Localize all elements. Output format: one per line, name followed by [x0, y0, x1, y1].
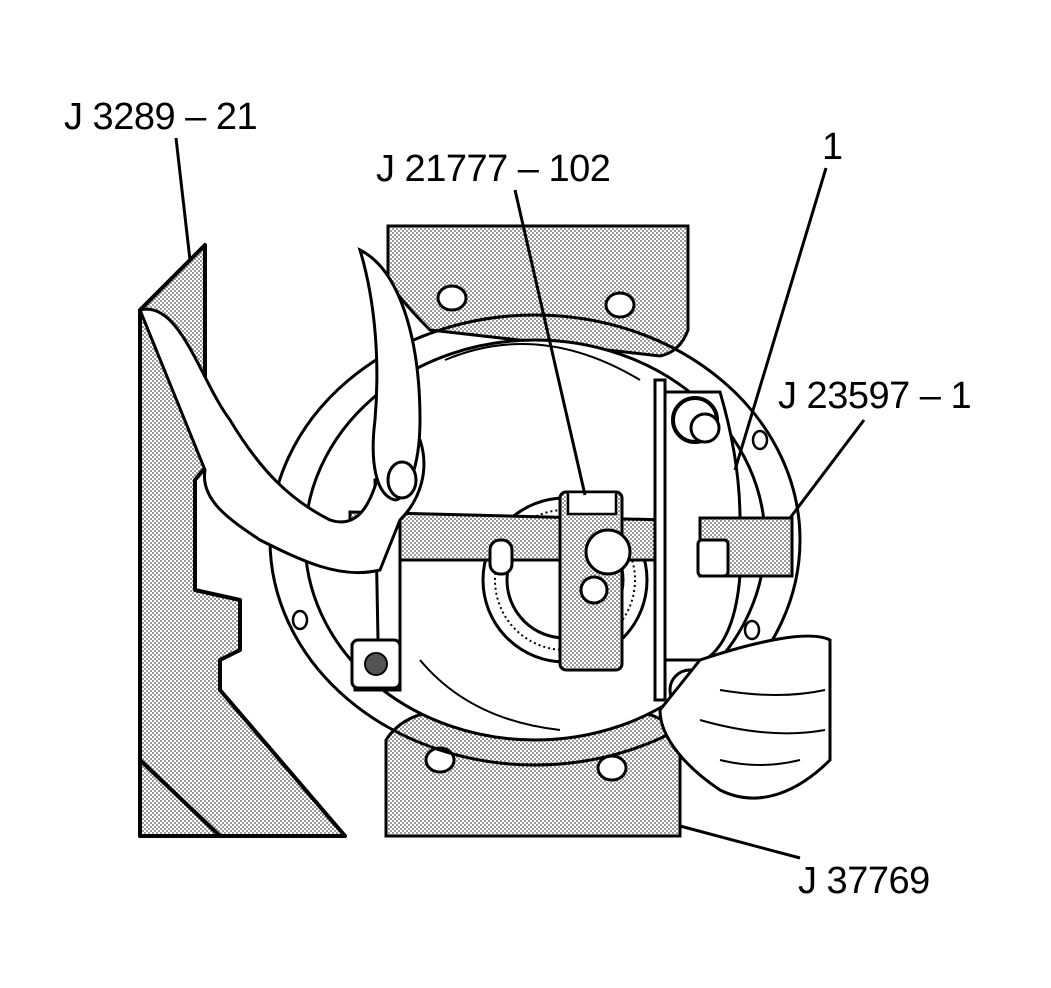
housing-screws — [291, 429, 769, 641]
adapter-strip — [653, 378, 667, 702]
housing-arc-lower — [419, 659, 561, 731]
right-hand-finger-lines — [699, 689, 826, 766]
right-hand — [658, 634, 832, 800]
callout-j3289-21: J 3289 – 21 — [64, 96, 258, 138]
adapter-top-bolt-head — [689, 412, 721, 444]
plate-bolts — [424, 284, 636, 782]
callout-item-1: 1 — [822, 126, 843, 168]
puller-center-knob — [584, 528, 632, 576]
left-thumb — [357, 247, 422, 502]
crossbar-pin — [488, 538, 514, 576]
bearing-race — [494, 509, 636, 651]
left-foot-bolt — [364, 652, 388, 676]
puller-center-pin — [579, 575, 609, 605]
callout-j21777-102: J 21777 – 102 — [376, 148, 611, 190]
puller-top-cap — [566, 490, 618, 516]
left-thumbnail — [386, 460, 418, 500]
housing-arc — [444, 343, 641, 381]
adapter-nut — [696, 538, 730, 578]
callout-j23597-1: J 23597 – 1 — [778, 375, 972, 417]
fixture-edge-line — [138, 758, 222, 838]
leader-lines — [174, 137, 866, 860]
callout-j37769: J 37769 — [798, 860, 930, 902]
